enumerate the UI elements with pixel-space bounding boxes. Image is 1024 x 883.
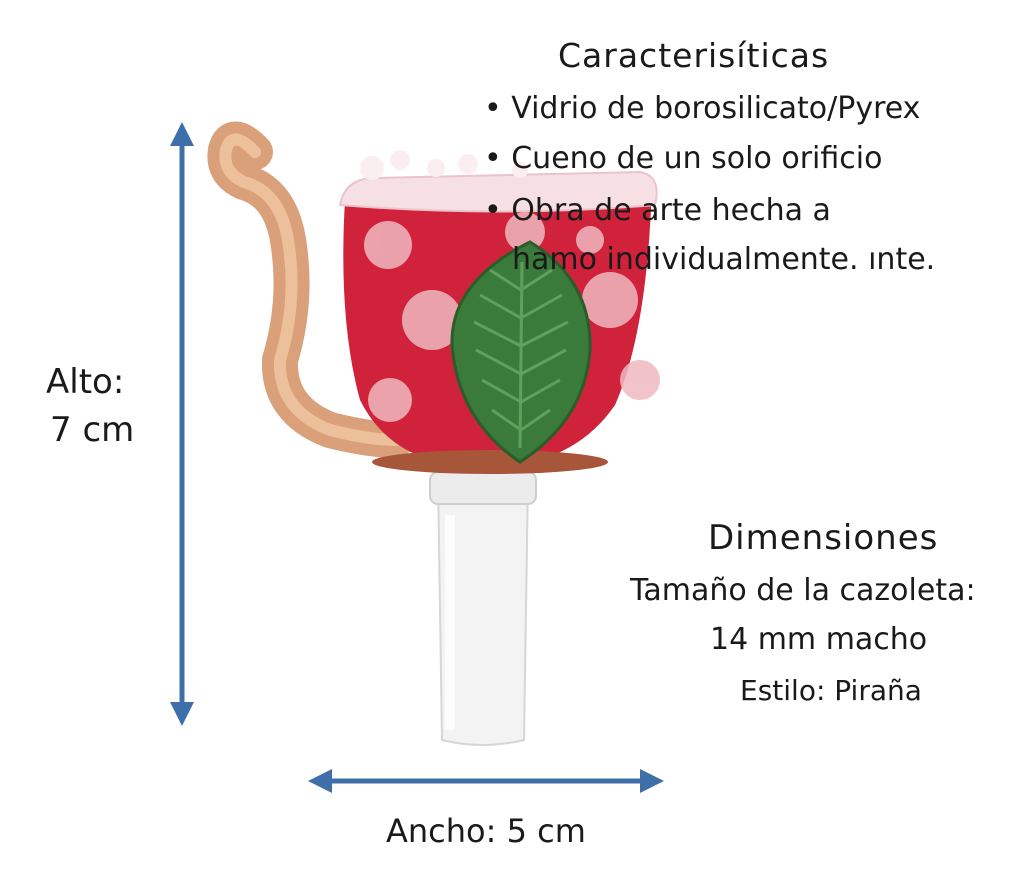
feature-item-hole: • Cueno de un solo orificio <box>484 141 883 176</box>
feature-item-material: • Vidrio de borosilicato/Pyrex <box>484 91 921 126</box>
feature-item-handmade-cont: hamo individualmente. ınte. <box>512 242 936 277</box>
width-label: Ancho: 5 cm <box>386 812 586 850</box>
bowl-size-label: Tamaño de la cazoleta: <box>630 573 976 608</box>
bowl-size-value: 14 mm macho <box>710 622 928 657</box>
dimensions-title: Dimensiones <box>708 518 939 558</box>
glass-handle <box>207 121 414 458</box>
leaf-decoration <box>450 240 592 464</box>
style-label: Estilo: Piraña <box>740 674 922 707</box>
height-value: 7 cm <box>50 410 135 450</box>
feature-item-handmade: • Obra de arte hecha a <box>484 193 831 228</box>
features-title: Caracterisíticas <box>558 36 830 75</box>
width-arrow <box>308 769 664 793</box>
glass-stem <box>429 471 537 746</box>
height-label: Alto: <box>46 362 125 402</box>
height-arrow <box>170 122 194 726</box>
